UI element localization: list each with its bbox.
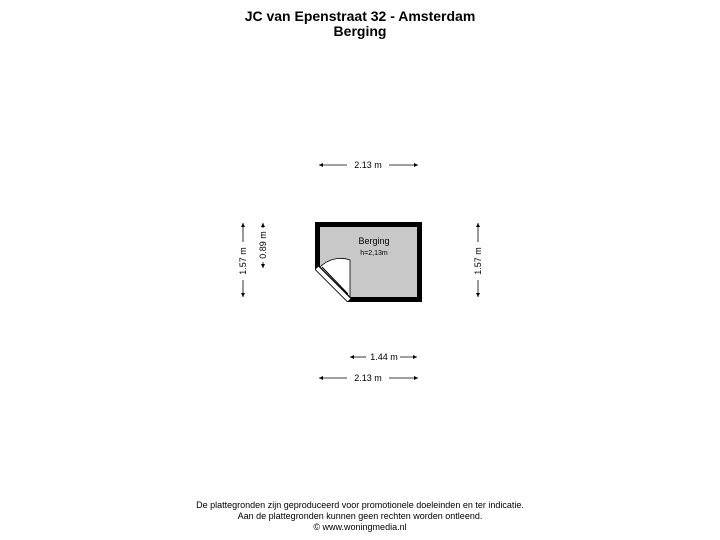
door-swing (319, 258, 351, 298)
dim-bottom-width-label: 2.13 m (354, 373, 382, 383)
dim-left-height: 1.57 m (238, 223, 248, 297)
door-leaf (315, 266, 351, 302)
dim-right-height-label: 1.57 m (473, 247, 483, 275)
dim-bottom-inner-label: 1.44 m (370, 352, 398, 362)
room-berging: Berging h=2,13m (315, 222, 422, 302)
copyright-link[interactable]: © www.woningmedia.nl (313, 522, 407, 532)
dim-left-inner: 0.89 m (258, 223, 268, 268)
address-title: JC van Epenstraat 32 - Amsterdam (244, 8, 476, 24)
dim-left-height-label: 1.57 m (238, 247, 248, 275)
dim-bottom-inner: 1.44 m (350, 352, 417, 362)
dim-left-inner-label: 0.89 m (258, 231, 268, 259)
dim-top-width: 2.13 m (319, 160, 418, 170)
floor-title: Berging (333, 23, 387, 39)
room-height: h=2,13m (360, 250, 388, 257)
dim-bottom-width: 2.13 m (319, 373, 418, 383)
dim-top-width-label: 2.13 m (354, 160, 382, 170)
room-name: Berging (358, 236, 389, 246)
dim-right-height: 1.57 m (473, 223, 483, 297)
disclaimer-line-2: Aan de plattegronden kunnen geen rechten… (237, 511, 483, 521)
disclaimer-line-1: De plattegronden zijn geproduceerd voor … (196, 500, 524, 510)
